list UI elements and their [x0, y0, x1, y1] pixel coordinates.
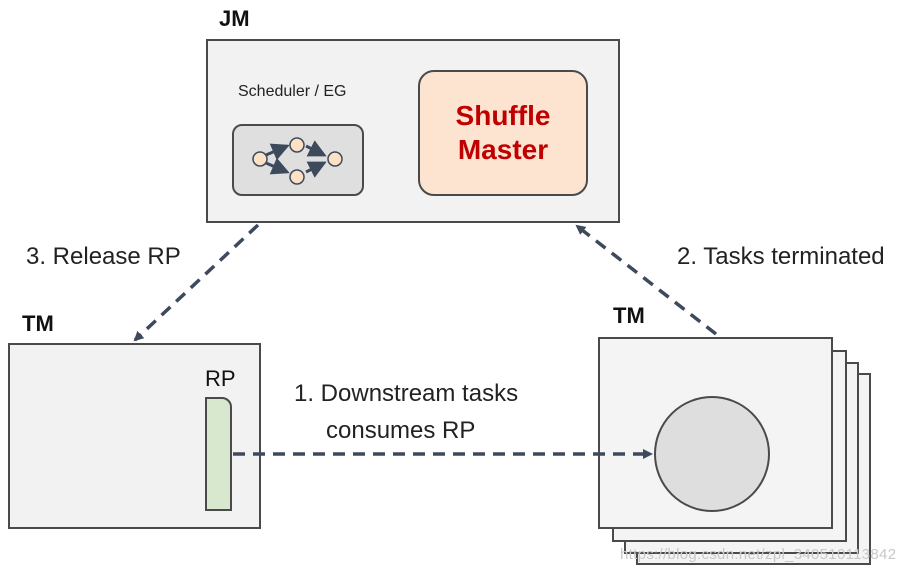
- shuffle-master-line1: Shuffle: [455, 100, 551, 131]
- tm-left-title: TM: [22, 311, 54, 336]
- execution-graph-icon: [252, 137, 343, 185]
- tasks-terminated-arrow: [575, 224, 718, 336]
- downstream-label-line2: consumes RP: [326, 417, 476, 444]
- release-rp-arrow: [133, 223, 260, 342]
- shuffle-master-line2: Master: [457, 134, 549, 165]
- tasks-terminated-label: 2. Tasks terminated: [677, 243, 885, 270]
- graph-node: [289, 137, 305, 153]
- graph-node: [289, 169, 305, 185]
- rp-label: RP: [205, 366, 236, 391]
- graph-node: [252, 151, 268, 167]
- scheduler-label: Scheduler / EG: [238, 83, 347, 100]
- tm-right-title: TM: [613, 303, 645, 328]
- downstream-task-circle: [654, 396, 770, 512]
- jm-title: JM: [219, 6, 250, 31]
- graph-node: [327, 151, 343, 167]
- shuffle-master-box: Shuffle Master: [418, 70, 588, 196]
- result-partition-bar: [205, 397, 232, 511]
- downstream-label-line1: 1. Downstream tasks: [294, 380, 519, 407]
- execution-graph-box: [232, 124, 364, 196]
- release-rp-label: 3. Release RP: [26, 243, 181, 270]
- watermark-text: https://blog.csdn.net/zpl_340510113842: [620, 546, 897, 563]
